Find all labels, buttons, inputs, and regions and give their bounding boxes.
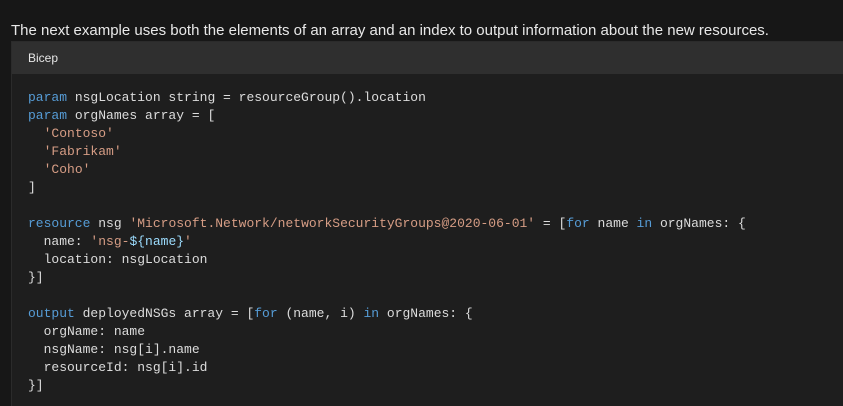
intro-paragraph: The next example uses both the elements … <box>11 22 769 39</box>
code-line: }] <box>28 269 843 287</box>
code-token: ${name} <box>129 234 185 249</box>
code-token: in <box>636 216 653 231</box>
code-line <box>28 197 843 215</box>
code-line: param nsgLocation string = resourceGroup… <box>28 89 843 107</box>
code-token: orgNames array = [ <box>67 108 216 123</box>
code-line: name: 'nsg-${name}' <box>28 233 843 251</box>
code-language-label: Bicep <box>28 51 59 65</box>
code-token: location: nsgLocation <box>28 252 208 267</box>
code-token: = [ <box>535 216 567 231</box>
code-line: 'Fabrikam' <box>28 143 843 161</box>
code-token: 'nsg- <box>90 234 130 249</box>
code-token: param <box>28 90 68 105</box>
code-token: ' <box>184 234 192 249</box>
code-block: Bicep param nsgLocation string = resourc… <box>11 41 843 406</box>
code-token: orgNames: { <box>379 306 473 321</box>
code-token: 'Fabrikam' <box>43 144 122 159</box>
code-token <box>28 162 44 177</box>
code-token: name <box>589 216 637 231</box>
code-line: ] <box>28 179 843 197</box>
code-token: 'Coho' <box>43 162 91 177</box>
code-token: }] <box>28 378 44 393</box>
code-line: param orgNames array = [ <box>28 107 843 125</box>
code-token: 'Contoso' <box>43 126 114 141</box>
code-token <box>28 144 44 159</box>
code-token: }] <box>28 270 44 285</box>
code-token: for <box>566 216 590 231</box>
code-token: resource <box>28 216 91 231</box>
code-body[interactable]: param nsgLocation string = resourceGroup… <box>12 74 843 395</box>
code-line: output deployedNSGs array = [for (name, … <box>28 305 843 323</box>
code-line: resourceId: nsg[i].id <box>28 359 843 377</box>
code-token: output <box>28 306 75 321</box>
code-line: orgName: name <box>28 323 843 341</box>
code-token: nsgLocation string = resourceGroup().loc… <box>67 90 426 105</box>
code-token: nsgName: nsg[i].name <box>28 342 200 357</box>
code-token: ] <box>28 180 36 195</box>
code-token: orgName: name <box>28 324 146 339</box>
code-token: param <box>28 108 68 123</box>
code-token <box>28 126 44 141</box>
code-token: orgNames: { <box>652 216 746 231</box>
code-line: resource nsg 'Microsoft.Network/networkS… <box>28 215 843 233</box>
code-block-header: Bicep <box>12 42 843 74</box>
code-line: nsgName: nsg[i].name <box>28 341 843 359</box>
code-line: location: nsgLocation <box>28 251 843 269</box>
code-token: nsg <box>90 216 130 231</box>
code-token: 'Microsoft.Network/networkSecurityGroups… <box>129 216 536 231</box>
code-token: resourceId: nsg[i].id <box>28 360 208 375</box>
code-token: name: <box>28 234 91 249</box>
code-token: deployedNSGs array = [ <box>74 306 255 321</box>
code-token: for <box>254 306 278 321</box>
code-token: in <box>363 306 380 321</box>
code-line: 'Coho' <box>28 161 843 179</box>
code-token: (name, i) <box>277 306 364 321</box>
code-line: }] <box>28 377 843 395</box>
code-line: 'Contoso' <box>28 125 843 143</box>
code-line <box>28 287 843 305</box>
